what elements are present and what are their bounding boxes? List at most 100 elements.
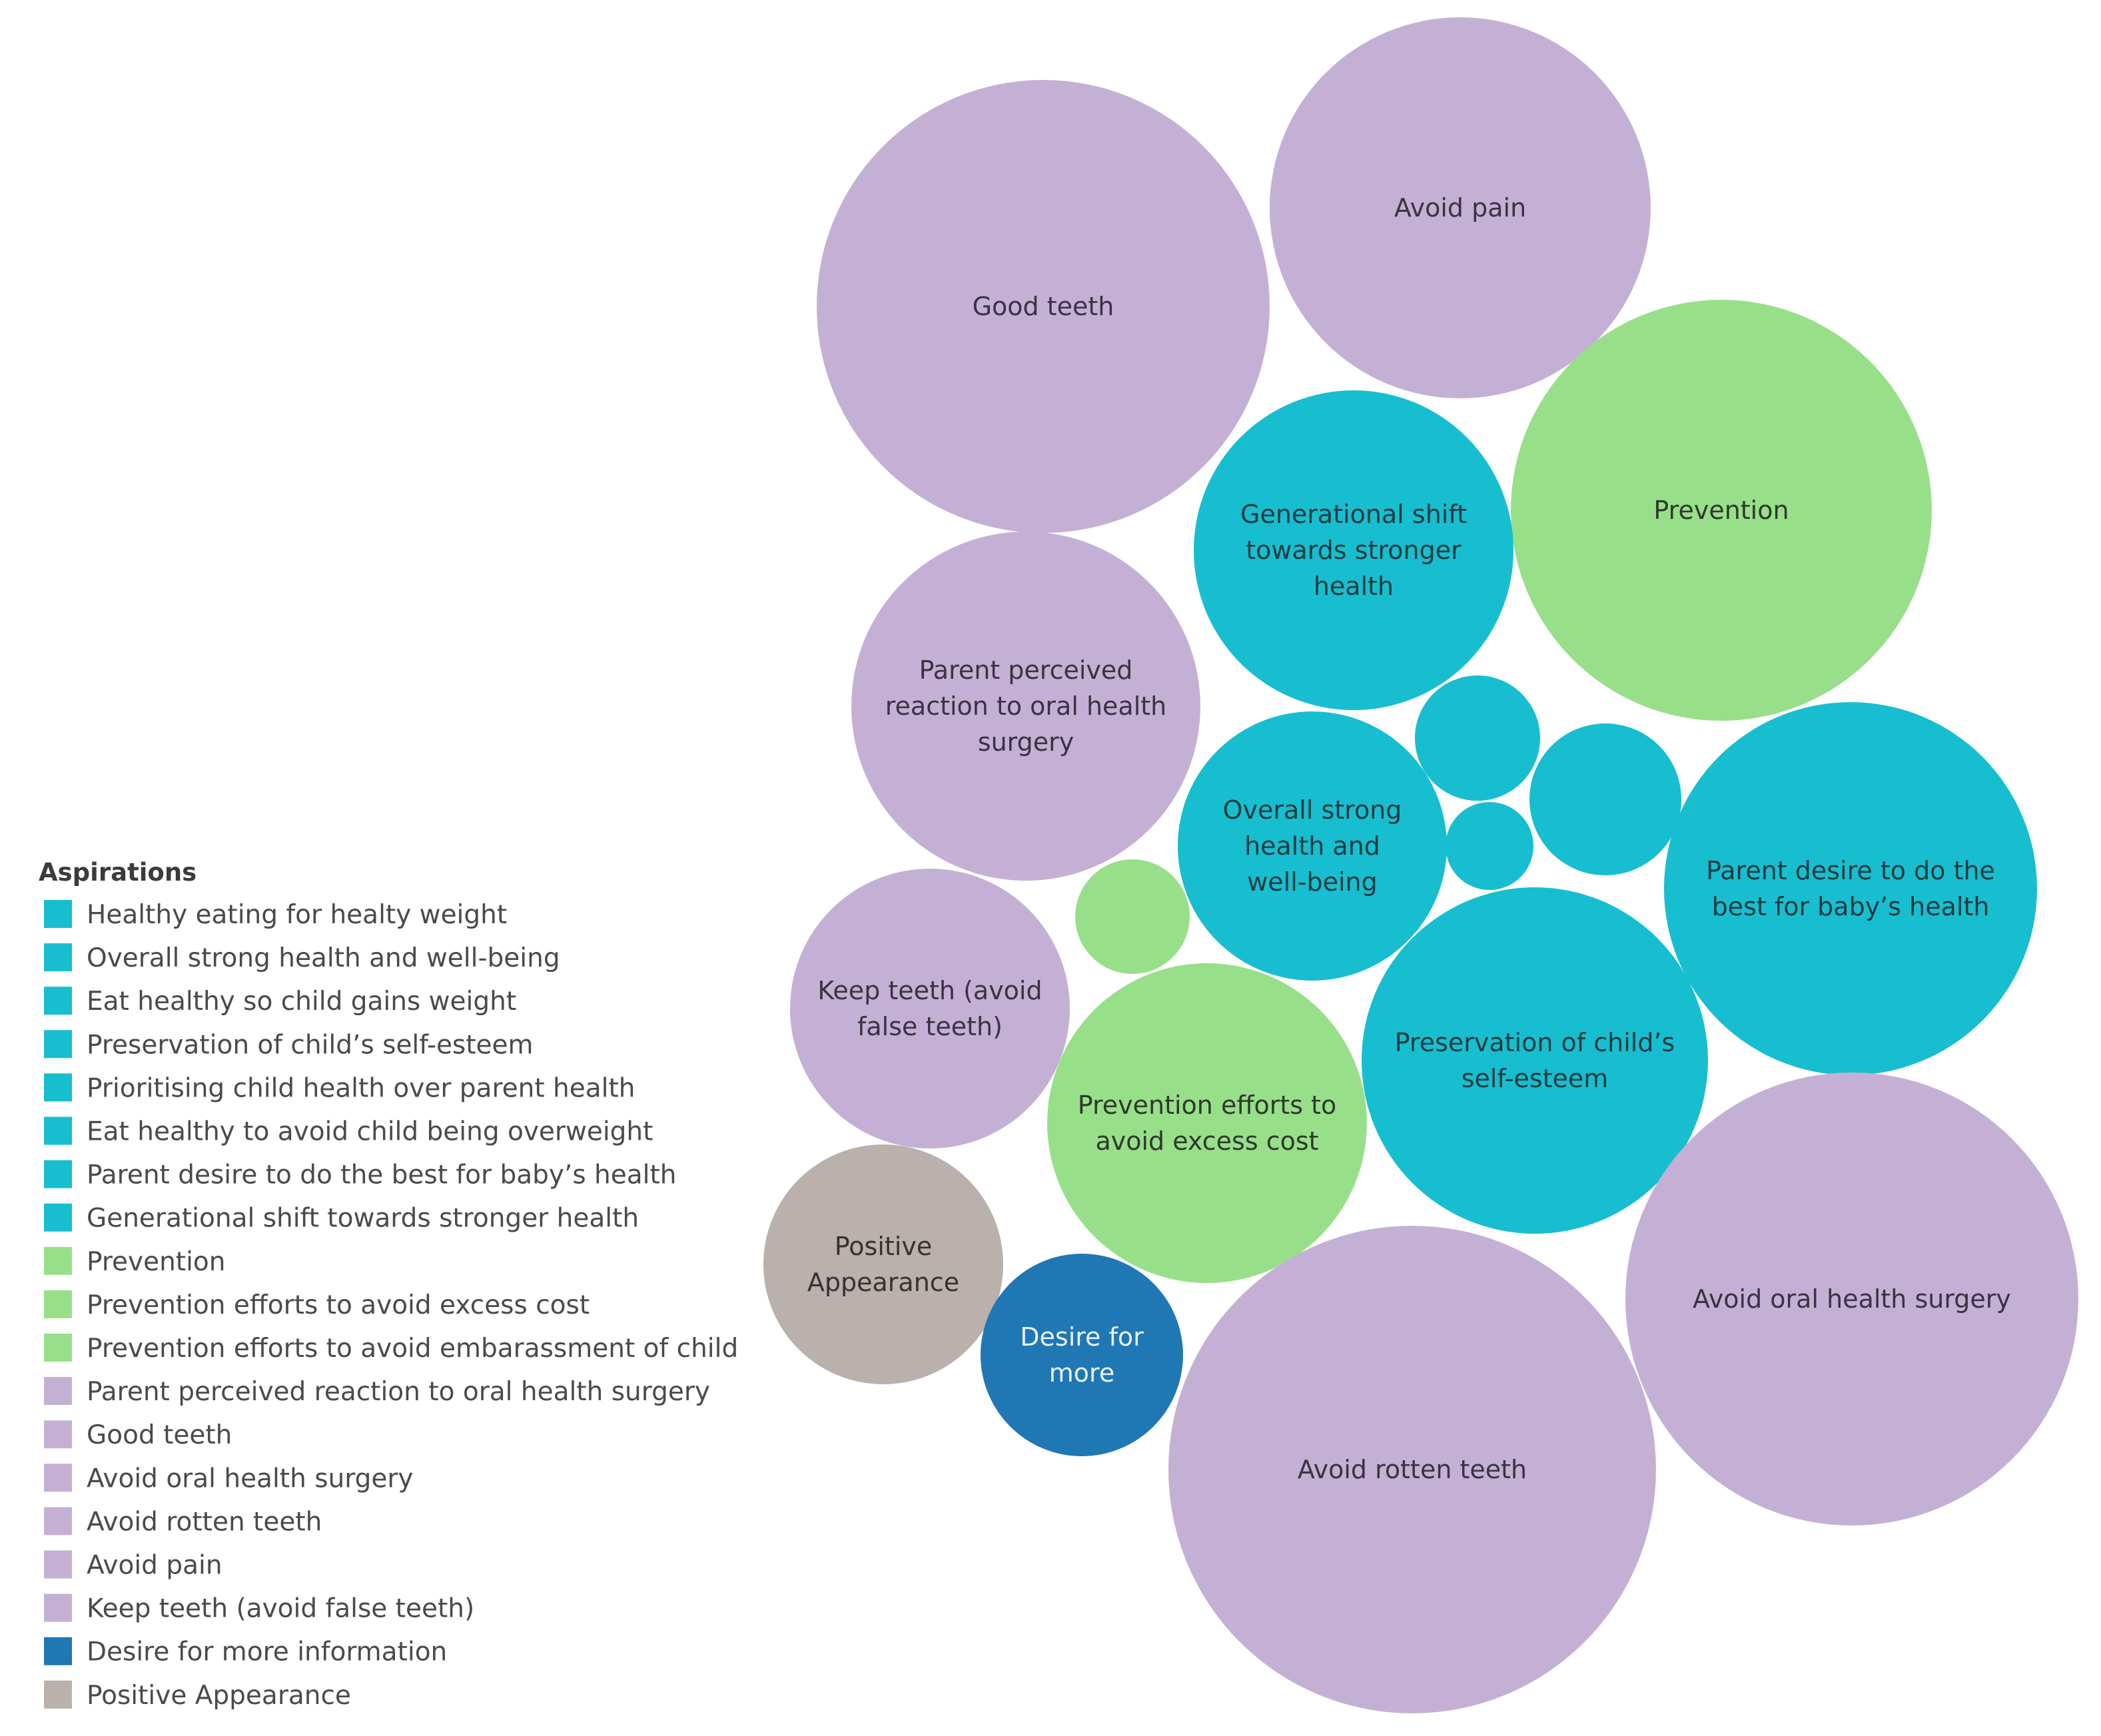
legend-swatch xyxy=(44,1246,72,1275)
bubble-label: self-esteem xyxy=(1462,1064,1609,1093)
legend-swatch xyxy=(44,1507,72,1535)
bubble-prevention-efforts-to-avoid-embarassment-of-child xyxy=(1075,859,1190,974)
bubble-label: Preservation of child’s xyxy=(1395,1028,1675,1057)
bubble-circle xyxy=(1529,723,1681,875)
bubble-circle xyxy=(1047,963,1367,1283)
bubble-healthy-eating-for-healty-weight xyxy=(1415,675,1540,801)
bubble-circle xyxy=(817,80,1270,533)
bubble-circle xyxy=(1194,390,1513,710)
legend-label: Prioritising child health over parent he… xyxy=(87,1073,635,1103)
legend-swatch xyxy=(44,1334,72,1362)
bubble-eat-healthy-so-child-gains-weight xyxy=(1529,723,1681,875)
legend-item-healthy-eating-for-healty-weight: Healthy eating for healty weight xyxy=(44,900,507,930)
bubble-label: Parent desire to do the xyxy=(1706,856,1995,885)
legend-label: Good teeth xyxy=(87,1420,232,1450)
legend-label: Eat healthy so child gains weight xyxy=(87,987,516,1017)
legend-swatch xyxy=(44,1420,72,1449)
bubble-preservation-of-child-s-self-esteem: Preservation of child’s self-esteem xyxy=(1362,887,1708,1234)
legend-swatch xyxy=(44,1680,72,1709)
legend-item-avoid-rotten-teeth: Avoid rotten teeth xyxy=(44,1507,322,1537)
bubble-label: Avoid oral health surgery xyxy=(1693,1284,2011,1314)
bubble-label: health xyxy=(1314,572,1394,601)
legend-swatch xyxy=(44,1290,72,1318)
bubble-circle xyxy=(1075,859,1190,974)
legend-swatch xyxy=(44,987,72,1015)
legend-swatch xyxy=(44,1464,72,1492)
bubble-prevention: Prevention xyxy=(1511,300,1932,721)
legend-item-prioritising-child-health-over-parent-health: Prioritising child health over parent he… xyxy=(44,1073,635,1103)
bubble-avoid-rotten-teeth: Avoid rotten teeth xyxy=(1168,1226,1656,1713)
bubble-circle xyxy=(851,532,1200,881)
legend-label: Prevention xyxy=(87,1247,226,1277)
bubble-label: Parent perceived xyxy=(919,655,1133,685)
bubble-prevention-efforts-to-avoid-excess-cost: Prevention efforts to avoid excess cost xyxy=(1047,963,1367,1283)
bubble-label: reaction to oral health xyxy=(885,691,1167,721)
bubble-label: Avoid rotten teeth xyxy=(1298,1455,1527,1484)
legend-label: Avoid rotten teeth xyxy=(87,1507,322,1537)
bubble-label: more xyxy=(1049,1358,1114,1388)
legend-item-eat-healthy-so-child-gains-weight: Eat healthy so child gains weight xyxy=(44,987,516,1017)
legend-item-avoid-pain: Avoid pain xyxy=(44,1550,222,1581)
legend-swatch xyxy=(44,1073,72,1102)
bubble-label: Avoid pain xyxy=(1394,193,1526,222)
bubble-label: false teeth) xyxy=(857,1012,1003,1041)
bubble-circle xyxy=(1511,300,1932,721)
legend-item-good-teeth: Good teeth xyxy=(44,1420,232,1450)
legend-swatch xyxy=(44,1116,72,1145)
bubble-label: towards stronger xyxy=(1246,536,1462,565)
bubble-circle xyxy=(790,869,1070,1148)
bubble-label: surgery xyxy=(978,727,1074,757)
bubble-circle xyxy=(763,1144,1003,1384)
bubble-label: Appearance xyxy=(807,1268,959,1297)
legend-title: Aspirations xyxy=(39,858,197,887)
legend-label: Parent perceived reaction to oral health… xyxy=(87,1377,710,1407)
legend-item-parent-desire-to-do-the-best-for-baby-s-health: Parent desire to do the best for baby’s … xyxy=(44,1160,677,1190)
legend-swatch xyxy=(44,1160,72,1188)
legend-item-desire-for-more-information: Desire for more information xyxy=(44,1637,447,1667)
bubble-generational-shift-towards-stronger-health: Generational shift towards stronger health xyxy=(1194,390,1513,710)
bubble-label: Positive xyxy=(835,1232,933,1261)
bubble-circle xyxy=(1178,711,1447,981)
legend-item-positive-appearance: Positive Appearance xyxy=(44,1680,351,1711)
legend-item-prevention: Prevention xyxy=(44,1246,226,1277)
legend-label: Parent desire to do the best for baby’s … xyxy=(87,1160,677,1190)
legend-label: Generational shift towards stronger heal… xyxy=(87,1204,639,1234)
legend-item-preservation-of-child-s-self-esteem: Preservation of child’s self-esteem xyxy=(44,1030,534,1060)
legend-label: Avoid pain xyxy=(87,1551,222,1581)
legend-item-keep-teeth-avoid-false-teeth: Keep teeth (avoid false teeth) xyxy=(44,1593,474,1624)
bubble-circle xyxy=(1362,887,1708,1234)
legend-item-prevention-efforts-to-avoid-embarassment-of-child: Prevention efforts to avoid embarassment… xyxy=(44,1334,738,1364)
bubble-label: avoid excess cost xyxy=(1095,1126,1318,1156)
legend-label: Preservation of child’s self-esteem xyxy=(87,1030,534,1060)
bubble-parent-perceived-reaction-to-oral-health-surgery: Parent perceived reaction to oral health s… xyxy=(851,532,1200,881)
legend-label: Overall strong health and well-being xyxy=(87,943,560,973)
bubble-label: Prevention efforts to xyxy=(1078,1090,1337,1120)
bubble-desire-for-more-information: Desire for more xyxy=(981,1254,1183,1456)
legend-label: Healthy eating for healty weight xyxy=(87,900,507,930)
bubble-label: Desire for xyxy=(1020,1322,1144,1352)
bubble-label: Generational shift xyxy=(1240,500,1467,529)
bubble-circle xyxy=(1446,802,1533,890)
bubble-prioritising-child-health-over-parent-health xyxy=(1446,802,1533,890)
legend-item-prevention-efforts-to-avoid-excess-cost: Prevention efforts to avoid excess cost xyxy=(44,1290,590,1320)
legend-label: Desire for more information xyxy=(87,1637,447,1667)
legend-swatch xyxy=(44,1377,72,1406)
legend-label: Prevention efforts to avoid embarassment… xyxy=(87,1334,738,1364)
legend-item-overall-strong-health-and-well-being: Overall strong health and well-being xyxy=(44,943,560,973)
bubble-avoid-pain: Avoid pain xyxy=(1270,17,1651,398)
bubble-circle xyxy=(1664,702,2037,1075)
bubble-label: Keep teeth (avoid xyxy=(817,976,1042,1005)
bubble-circle xyxy=(1415,675,1540,801)
legend-label: Avoid oral health surgery xyxy=(87,1464,413,1494)
legend-swatch xyxy=(44,1593,72,1622)
legend-swatch xyxy=(44,943,72,972)
legend-label: Positive Appearance xyxy=(87,1681,351,1711)
bubble-label: Prevention xyxy=(1653,496,1789,525)
bubble-label: health and xyxy=(1244,831,1380,861)
legend-label: Keep teeth (avoid false teeth) xyxy=(87,1594,474,1624)
bubble-label: Overall strong xyxy=(1223,795,1402,825)
